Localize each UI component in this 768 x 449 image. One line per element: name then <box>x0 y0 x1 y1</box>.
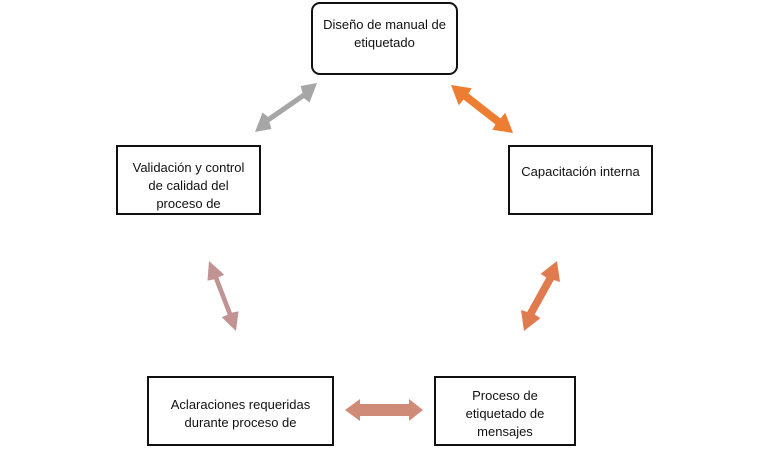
node-validation-label: Validación y control de calidad del proc… <box>132 160 245 211</box>
arrow-right-bottom <box>521 261 560 331</box>
node-manual-design-label: Diseño de manual de etiquetado <box>323 17 446 50</box>
node-labeling-process: Proceso de etiquetado de mensajes <box>434 376 576 446</box>
node-internal-training: Capacitación interna <box>508 145 653 215</box>
node-manual-design: Diseño de manual de etiquetado <box>311 2 458 75</box>
node-internal-training-label: Capacitación interna <box>521 164 640 179</box>
arrow-left-bottom <box>207 261 239 331</box>
arrow-top-right <box>451 85 513 133</box>
node-validation: Validación y control de calidad del proc… <box>116 145 261 215</box>
node-clarifications-label: Aclaraciones requeridas durante proceso … <box>170 397 311 430</box>
node-clarifications: Aclaraciones requeridas durante proceso … <box>147 376 334 446</box>
node-labeling-process-label: Proceso de etiquetado de mensajes <box>465 388 545 439</box>
arrow-top-left <box>255 83 317 132</box>
arrow-bottom <box>345 399 423 421</box>
